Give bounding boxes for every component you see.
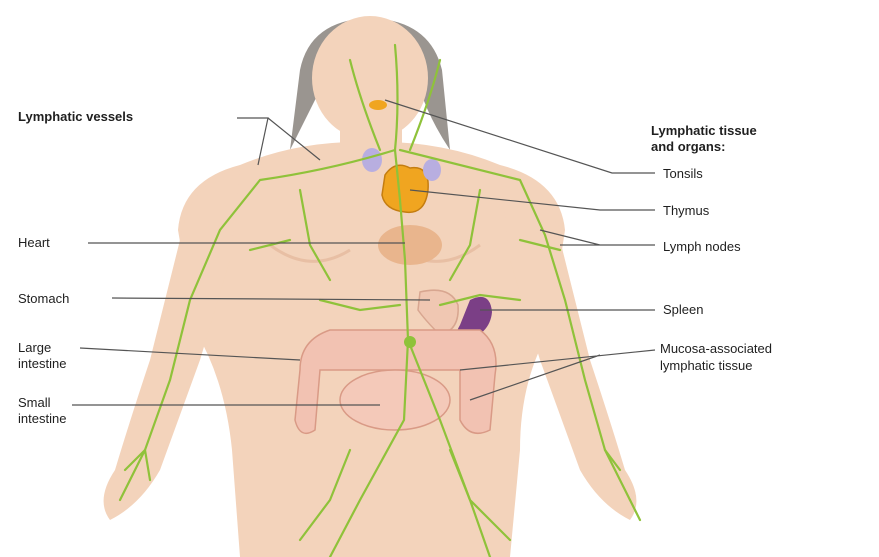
- label-heart: Heart: [18, 235, 50, 250]
- label-malt-line2: lymphatic tissue: [660, 358, 752, 373]
- heart-organ: [378, 225, 442, 265]
- label-large-line2: intestine: [18, 356, 66, 371]
- label-tissue-heading-line2: and organs:: [651, 139, 725, 154]
- label-malt-line1: Mucosa-associated: [660, 341, 772, 356]
- cisterna-chyli: [404, 336, 416, 348]
- label-spleen: Spleen: [663, 302, 703, 317]
- label-lymphatic-vessels: Lymphatic vessels: [18, 109, 133, 124]
- label-tonsils: Tonsils: [663, 166, 703, 181]
- label-large-line1: Large: [18, 340, 51, 355]
- thymus-organ: [382, 165, 428, 212]
- label-stomach: Stomach: [18, 291, 69, 306]
- great-vessels-right: [423, 159, 441, 181]
- label-small-line1: Small: [18, 395, 51, 410]
- label-thymus: Thymus: [663, 203, 709, 218]
- label-small-line2: intestine: [18, 411, 66, 426]
- label-tissue-heading-line1: Lymphatic tissue: [651, 123, 757, 138]
- small-intestine-organ: [340, 370, 450, 430]
- great-vessels-left: [362, 148, 382, 172]
- label-lymph-nodes: Lymph nodes: [663, 239, 741, 254]
- tonsil-organ: [369, 100, 387, 110]
